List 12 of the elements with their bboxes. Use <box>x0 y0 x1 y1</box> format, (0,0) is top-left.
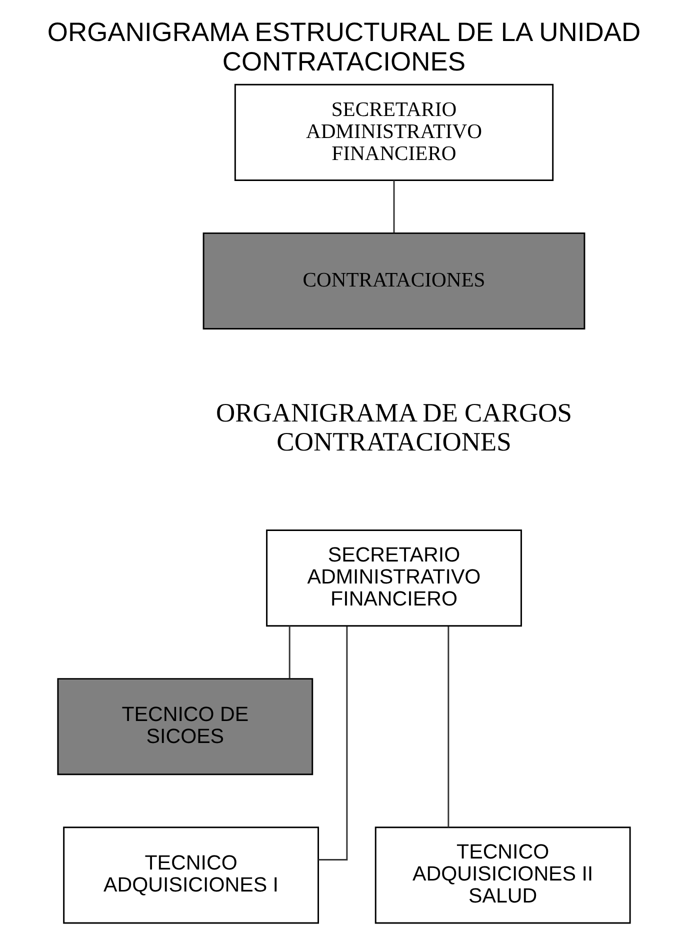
connector <box>392 180 394 233</box>
connector <box>288 626 290 678</box>
connector <box>318 626 348 860</box>
label: ORGANIGRAMA DE CARGOS CONTRATACIONES <box>216 397 572 457</box>
diagram-title: ORGANIGRAMA ESTRUCTURAL DE LA UNIDAD CONTRATACIONES <box>46 17 640 77</box>
connector <box>447 626 449 828</box>
node-box: TECNICO DE SICOES <box>56 678 313 776</box>
node-box: TECNICO ADQUISICIONES I <box>62 826 318 924</box>
node-box: CONTRATACIONES <box>202 232 585 330</box>
node-box: TECNICO ADQUISICIONES II SALUD <box>374 826 630 924</box>
node-box: SECRETARIO ADMINISTRATIVO FINANCIERO <box>266 530 522 627</box>
node-box: SECRETARIO ADMINISTRATIVO FINANCIERO <box>234 84 554 181</box>
